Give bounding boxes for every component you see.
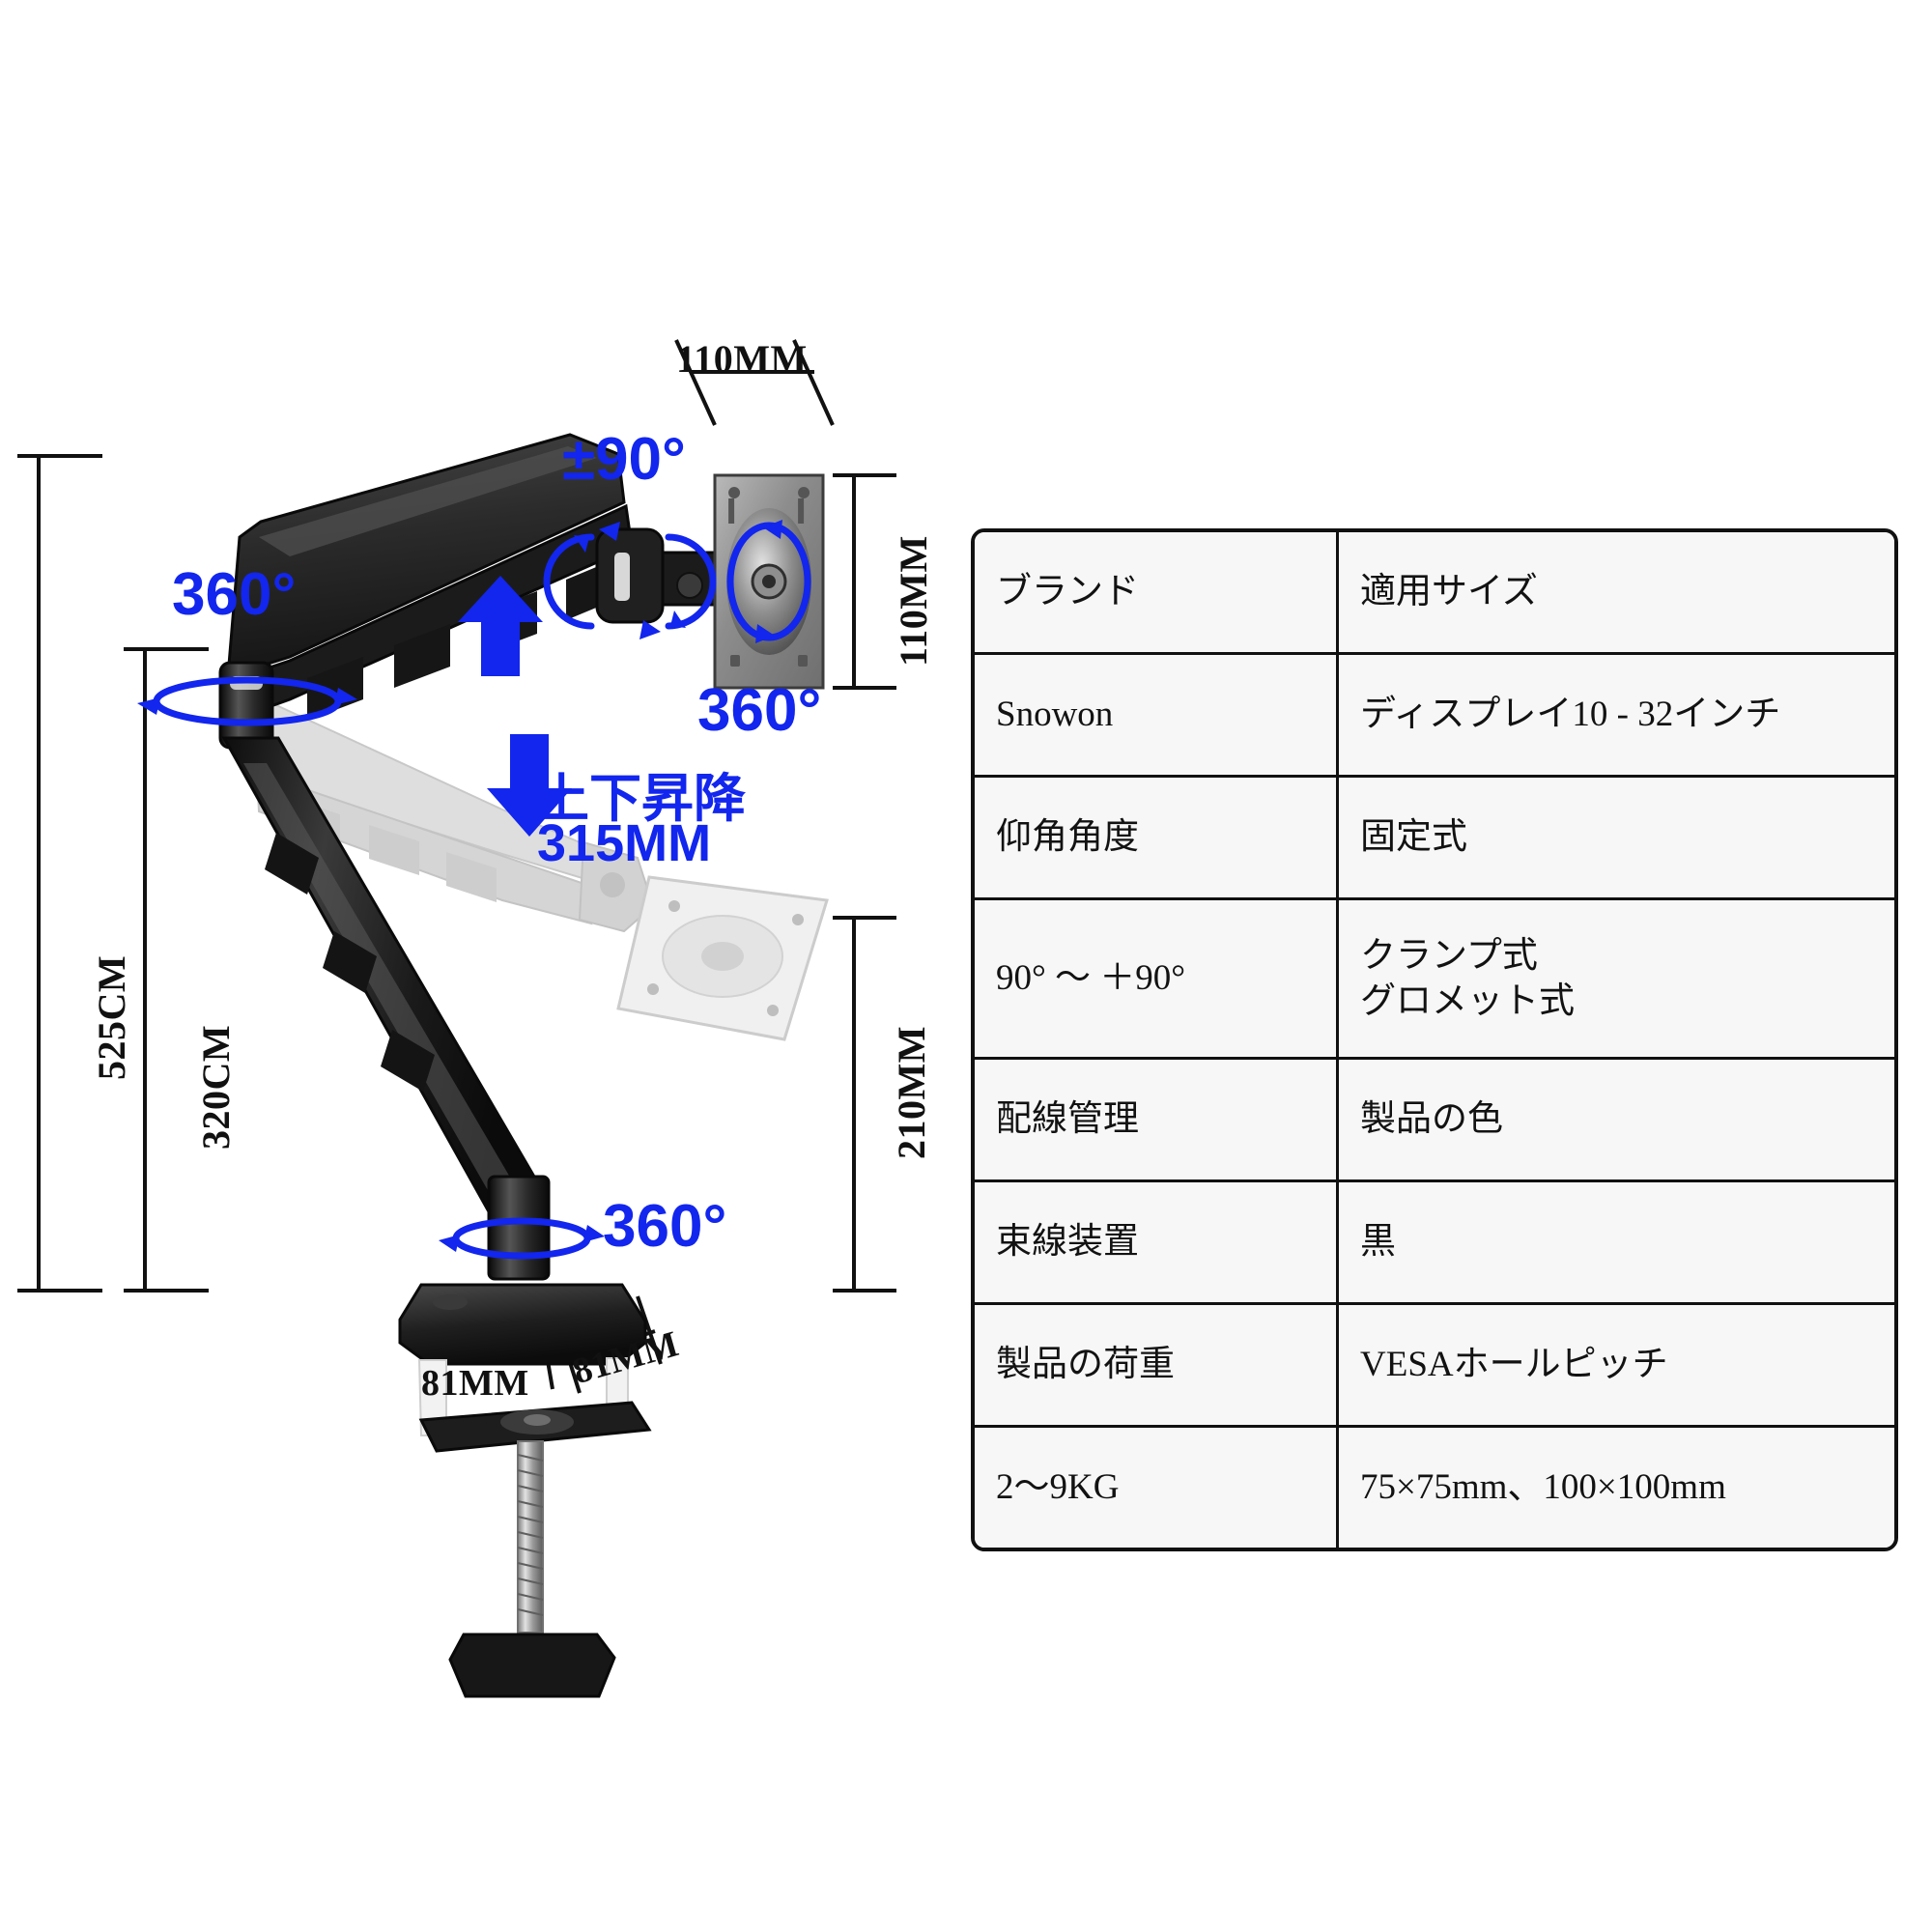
diagram-illustration (17, 339, 896, 1698)
dim-label-arm-height: 320CM (194, 1024, 238, 1150)
spec-label: ブランド (975, 532, 1336, 652)
spec-label: 2〜9KG (975, 1425, 1336, 1548)
spec-value: 黒 (1336, 1179, 1894, 1302)
spec-label: 束線装置 (975, 1179, 1336, 1302)
travel-caption: 上下昇降 (537, 770, 746, 828)
monitor-arm-diagram: 110MM 110MM 525CM 320CM 210MM 81MM 81MM … (0, 0, 947, 1932)
table-row: 90° 〜 ＋90° クランプ式 グロメット式 (975, 897, 1894, 1057)
table-row: 仰角角度 固定式 (975, 775, 1894, 897)
dim-label-top-width: 110MM (676, 337, 808, 381)
spec-label: 90° 〜 ＋90° (975, 897, 1336, 1057)
spec-value: 75×75mm、100×100mm (1336, 1425, 1894, 1548)
spec-label: 製品の荷重 (975, 1302, 1336, 1425)
specification-table: ブランド 適用サイズ Snowon ディスプレイ10 - 32インチ 仰角角度 … (971, 528, 1898, 1551)
rotation-arrow-icons (137, 520, 811, 1260)
upper-arm-segment (226, 433, 634, 722)
spec-value: 製品の色 (1336, 1057, 1894, 1179)
rotation-label-vesa: 360° (697, 677, 822, 744)
table-row: 製品の荷重 VESAホールピッチ (975, 1302, 1894, 1425)
table-row: Snowon ディスプレイ10 - 32インチ (975, 652, 1894, 775)
rotation-label-tilt: ±90° (562, 426, 686, 493)
rotation-label-base: 360° (603, 1193, 727, 1260)
desk-clamp (417, 1357, 652, 1698)
dim-label-low-position: 210MM (890, 1025, 933, 1159)
tilt-head-joint (595, 527, 719, 624)
dim-label-total-height: 525CM (90, 954, 133, 1080)
spec-value: 固定式 (1336, 775, 1894, 897)
spec-value: クランプ式 グロメット式 (1336, 897, 1894, 1057)
table-row: ブランド 適用サイズ (975, 532, 1894, 652)
spec-label: Snowon (975, 652, 1336, 775)
spec-value: 適用サイズ (1336, 532, 1894, 652)
dim-label-plate-height: 110MM (892, 535, 935, 667)
spec-value: VESAホールピッチ (1336, 1302, 1894, 1425)
rotation-label-shoulder: 360° (172, 561, 297, 628)
table-row: 配線管理 製品の色 (975, 1057, 1894, 1179)
height-travel-arrows (458, 576, 572, 837)
dim-label-base-left: 81MM (421, 1363, 529, 1404)
table-row: 束線装置 黒 (975, 1179, 1894, 1302)
spec-label: 配線管理 (975, 1057, 1336, 1179)
table-row: 2〜9KG 75×75mm、100×100mm (975, 1425, 1894, 1548)
travel-value: 315MM (537, 814, 712, 872)
spec-label: 仰角角度 (975, 775, 1336, 897)
shoulder-joint (218, 661, 274, 750)
spec-value: ディスプレイ10 - 32インチ (1336, 652, 1894, 775)
